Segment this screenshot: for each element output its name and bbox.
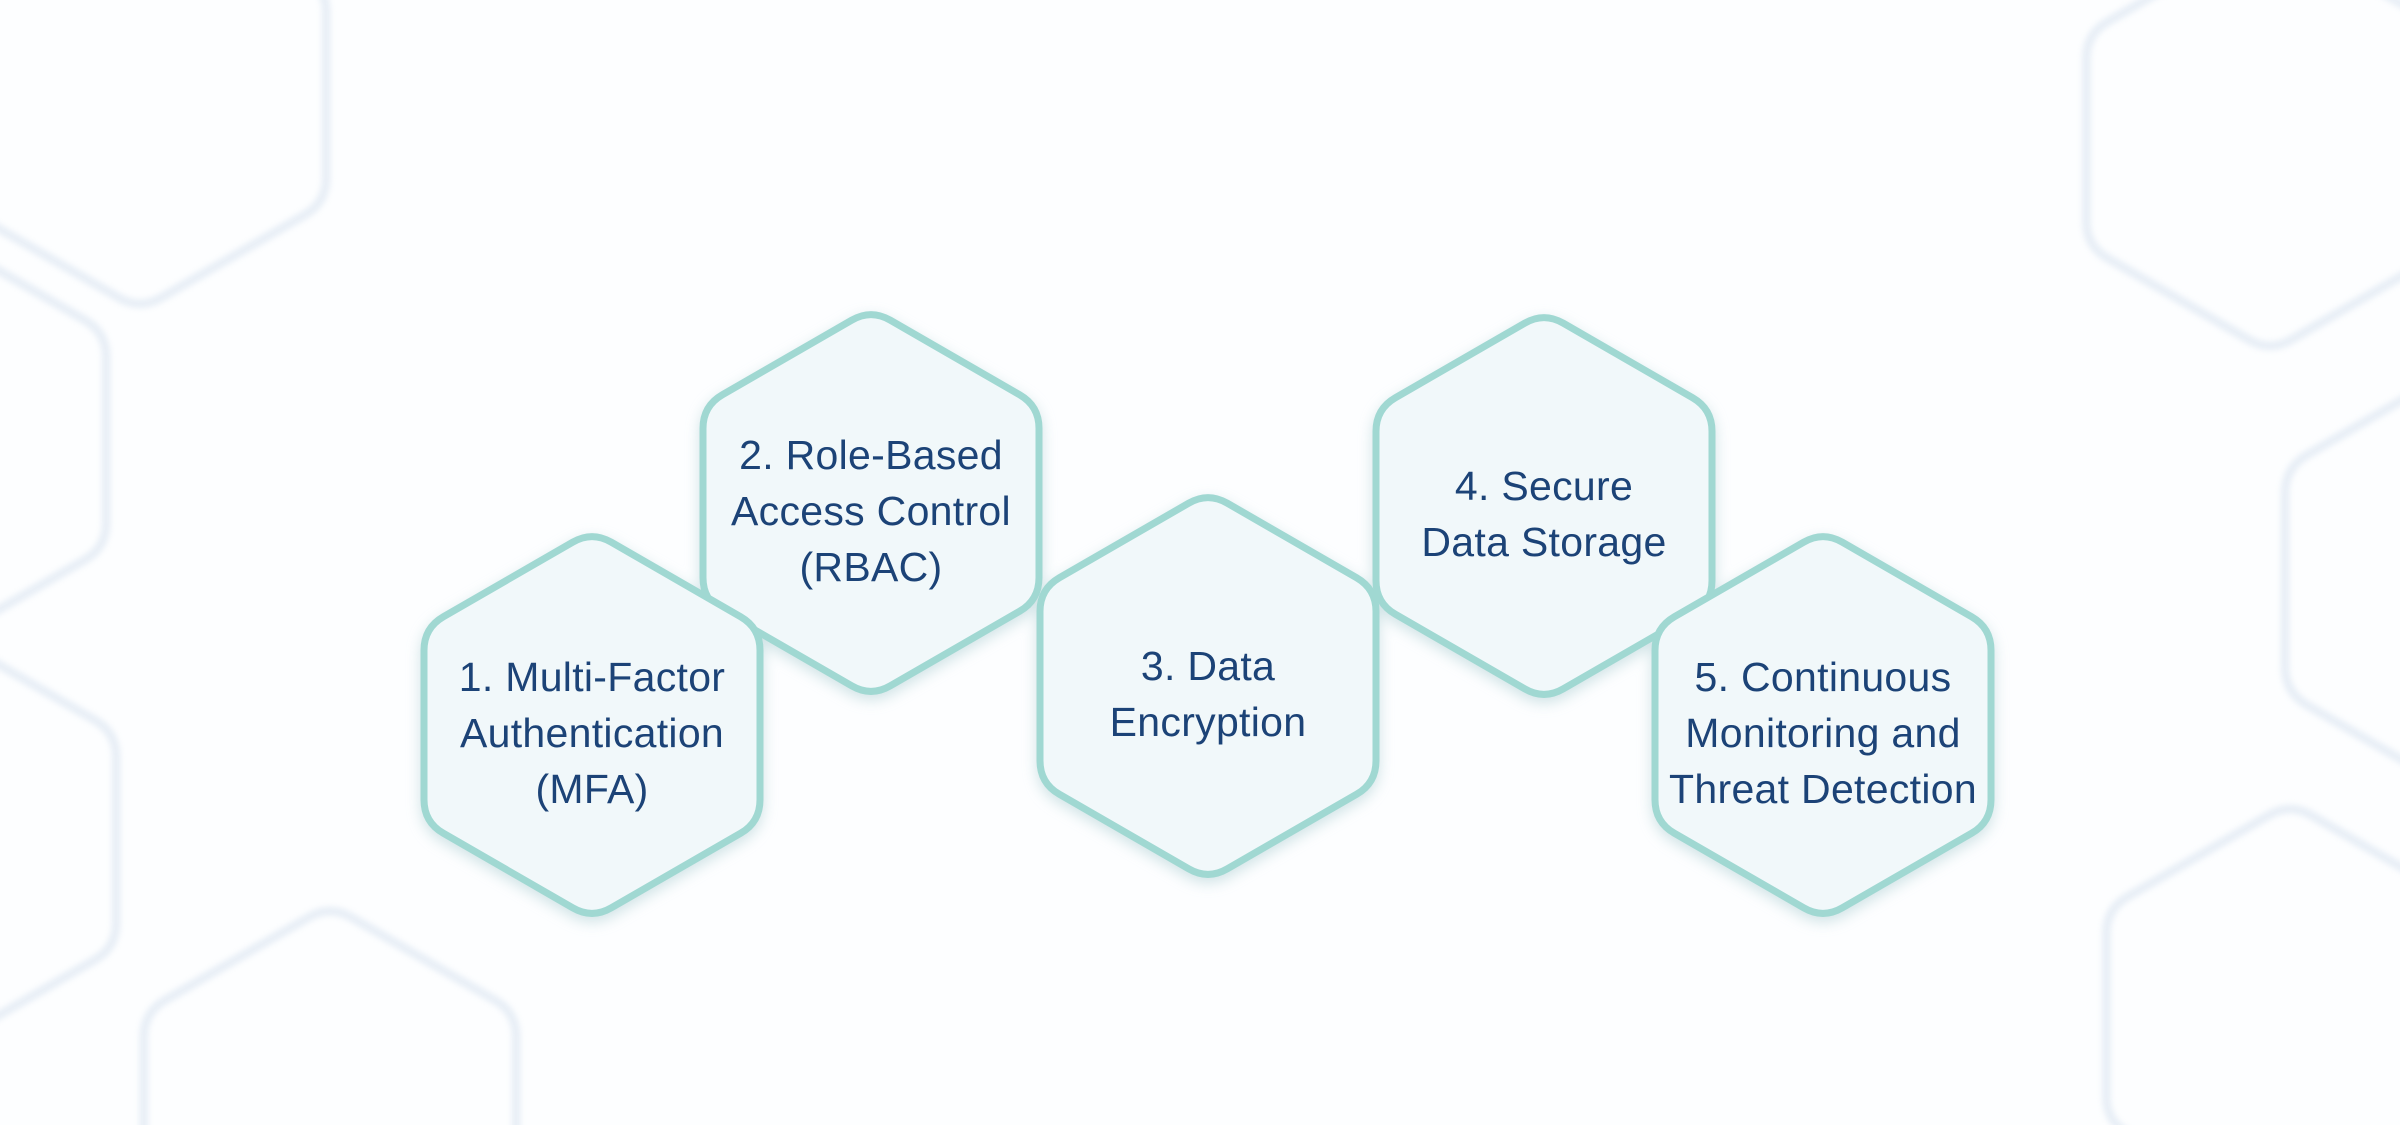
hexagon-shape-step-4 (1372, 314, 1716, 698)
background-hexagon (0, 266, 111, 614)
background-hexagon (139, 906, 521, 1125)
step-3-label: 3. Data Encryption (1109, 643, 1307, 745)
background-hexagon (2081, 0, 2400, 351)
background-hexagon (0, 660, 121, 1020)
hexagon-shape-step-1 (420, 533, 764, 917)
background-hexagon (2101, 804, 2400, 1125)
hexagon-shape-step-5 (1651, 533, 1995, 917)
step-2-label: 2. Role-Based Access Control (RBAC) (731, 432, 1011, 590)
step-hexagons (420, 311, 1995, 917)
hexagon-shape-step-3 (1036, 494, 1380, 878)
step-4-label: 4. Secure Data Storage (1421, 463, 1667, 565)
hexagon-shape-step-2 (699, 311, 1043, 695)
background-hexagon (0, 0, 331, 309)
background-hexagon (2280, 395, 2400, 765)
step-5-label: 5. Continuous Monitoring and Threat Dete… (1669, 654, 1977, 812)
step-1-label: 1. Multi-Factor Authentication (MFA) (458, 654, 726, 812)
